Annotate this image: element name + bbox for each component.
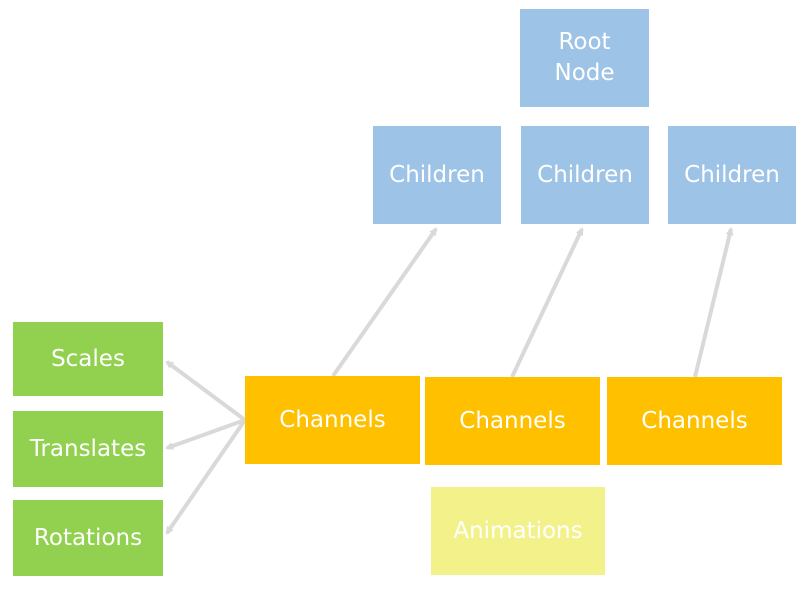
root-node-box: Root Node bbox=[520, 9, 649, 107]
translates-box: Translates bbox=[13, 411, 163, 487]
animations-box: Animations bbox=[431, 487, 605, 575]
rotations-box: Rotations bbox=[13, 500, 163, 576]
arrow-channel1-to-children1 bbox=[331, 227, 438, 378]
channels-box-3: Channels bbox=[607, 377, 782, 465]
arrow-channel3-to-children3 bbox=[693, 227, 734, 378]
arrow-channel1-to-translates bbox=[165, 418, 246, 450]
channels-box-2: Channels bbox=[425, 377, 600, 465]
arrow-channel1-to-rotations bbox=[165, 418, 247, 535]
arrow-channel2-to-children2 bbox=[510, 227, 584, 378]
children-box-1: Children bbox=[373, 126, 501, 224]
children-box-3: Children bbox=[668, 126, 796, 224]
arrow-channel1-to-scales bbox=[165, 360, 247, 422]
children-box-2: Children bbox=[521, 126, 649, 224]
scales-box: Scales bbox=[13, 322, 163, 396]
channels-box-1: Channels bbox=[245, 376, 420, 464]
